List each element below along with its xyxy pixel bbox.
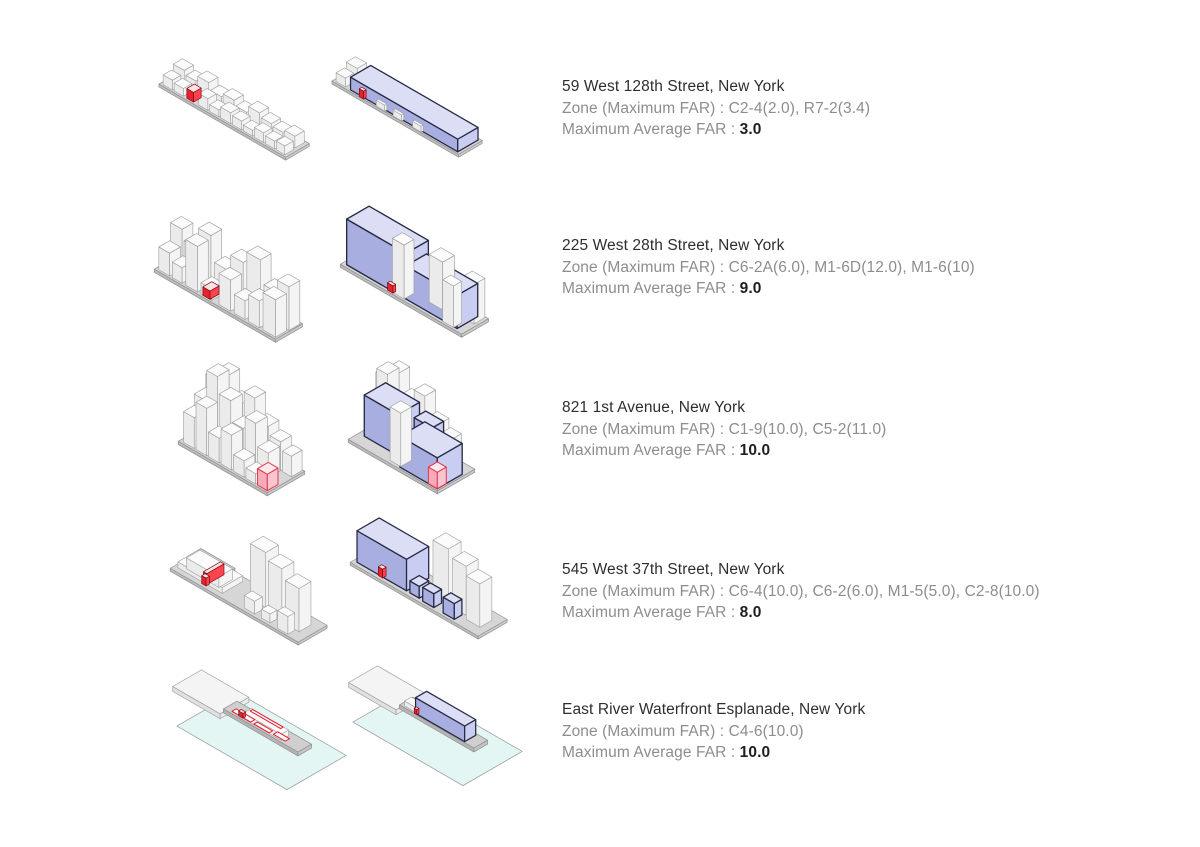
project-title: 59 West 128th Street, New York — [562, 78, 785, 95]
axonometric-svg — [169, 535, 328, 646]
project-info-4: 545 West 37th Street, New York Zone (Max… — [562, 559, 1142, 624]
project-title: 821 1st Avenue, New York — [562, 399, 746, 416]
far-label: Maximum Average FAR : — [562, 604, 740, 621]
axonometric-svg — [347, 360, 476, 495]
far-label: Maximum Average FAR : — [562, 121, 740, 138]
project-far: Maximum Average FAR : 9.0 — [562, 278, 1142, 300]
far-label: Maximum Average FAR : — [562, 744, 740, 761]
far-value: 8.0 — [739, 604, 762, 621]
far-value: 10.0 — [739, 442, 771, 459]
axonometric-svg — [331, 56, 483, 158]
envelope-massing-diagram-2 — [336, 201, 494, 342]
project-far: Maximum Average FAR : 10.0 — [562, 742, 1142, 764]
project-title: East River Waterfront Esplanade, New Yor… — [562, 701, 866, 718]
project-title: 545 West 37th Street, New York — [562, 561, 785, 578]
axonometric-svg — [348, 665, 523, 787]
project-zone: Zone (Maximum FAR) : C4-6(10.0) — [562, 722, 804, 740]
context-massing-diagram-1 — [155, 48, 315, 167]
context-massing-diagram-2 — [150, 206, 308, 347]
envelope-massing-diagram-1 — [328, 45, 488, 164]
axonometric-svg — [177, 362, 306, 497]
axonometric-svg — [339, 205, 489, 338]
far-value: 9.0 — [739, 280, 762, 297]
project-info-3: 821 1st Avenue, New York Zone (Maximum F… — [562, 397, 1142, 462]
far-value: 10.0 — [739, 744, 771, 761]
far-value: 3.0 — [739, 121, 762, 138]
project-zone: Zone (Maximum FAR) : C2-4(2.0), R7-2(3.4… — [562, 99, 871, 117]
envelope-massing-diagram-4 — [346, 514, 512, 644]
project-info-5: East River Waterfront Esplanade, New Yor… — [562, 699, 1142, 764]
project-zone: Zone (Maximum FAR) : C1-9(10.0), C5-2(11… — [562, 420, 887, 438]
context-massing-diagram-4 — [166, 520, 332, 650]
axonometric-svg — [158, 58, 310, 161]
envelope-massing-diagram-3 — [342, 356, 482, 500]
axonometric-svg — [349, 517, 508, 640]
axonometric-svg — [172, 669, 347, 791]
far-label: Maximum Average FAR : — [562, 280, 740, 297]
project-info-1: 59 West 128th Street, New York Zone (Max… — [562, 76, 1142, 141]
project-zone: Zone (Maximum FAR) : C6-4(10.0), C6-2(6.… — [562, 582, 1040, 600]
project-title: 225 West 28th Street, New York — [562, 237, 785, 254]
project-far: Maximum Average FAR : 10.0 — [562, 440, 1142, 462]
project-info-2: 225 West 28th Street, New York Zone (Max… — [562, 235, 1142, 300]
project-far: Maximum Average FAR : 8.0 — [562, 602, 1142, 624]
project-far: Maximum Average FAR : 3.0 — [562, 119, 1142, 141]
project-zone: Zone (Maximum FAR) : C6-2A(6.0), M1-6D(1… — [562, 258, 975, 276]
context-massing-diagram-3 — [172, 358, 312, 502]
envelope-massing-diagram-5 — [346, 660, 526, 791]
axonometric-svg — [153, 216, 303, 343]
context-massing-diagram-5 — [170, 664, 350, 795]
far-label: Maximum Average FAR : — [562, 442, 740, 459]
